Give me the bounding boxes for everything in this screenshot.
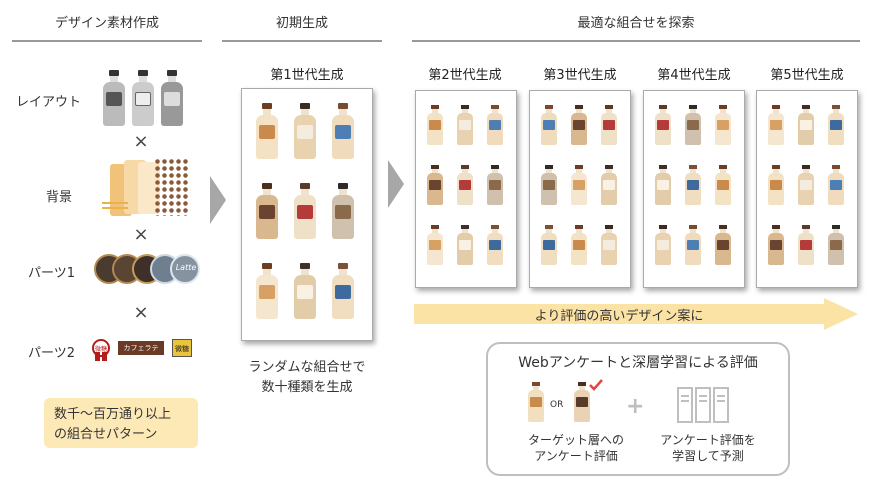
bottle-thumbnail: [457, 225, 473, 265]
survey-caption-line-1: ターゲット層への: [527, 433, 624, 447]
bottle-thumbnail: [828, 165, 844, 205]
evaluation-title: Webアンケートと深層学習による評価: [518, 355, 758, 371]
parts2-tag-yellow: 微糖: [175, 345, 189, 353]
bottle-thumbnail: [487, 105, 503, 145]
combination-count-note: 数千～百万通り以上 の組合せパターン: [44, 398, 198, 448]
gen1-caption-line-1: ランダムな組合せで: [248, 360, 366, 375]
bottle-thumbnail: [256, 263, 278, 319]
section-title-initial: 初期生成: [275, 16, 328, 31]
bottle-thumbnail: [798, 105, 814, 145]
bottle-thumbnail: [541, 165, 557, 205]
prediction-caption-line-1: アンケート評価を: [660, 433, 756, 447]
gen4-design-grid: [643, 90, 745, 288]
bottle-thumbnail: [798, 165, 814, 205]
bottle-thumbnail: [332, 103, 354, 159]
check-icon: [589, 379, 603, 391]
material-label-parts1: パーツ1: [28, 266, 76, 281]
bottle-thumbnail: [427, 165, 443, 205]
parts2-tag-sugar-red: 微糖: [94, 346, 107, 353]
bottle-thumbnail: [541, 105, 557, 145]
gen1-caption-line-2: 数十種類を生成: [261, 380, 353, 395]
or-label: OR: [550, 400, 564, 410]
gen3-title: 第3世代生成: [543, 68, 617, 83]
material-label-layout: レイアウト: [16, 95, 82, 110]
bottle-thumbnail: [828, 105, 844, 145]
bottle-thumbnail: [655, 165, 671, 205]
gen1-caption: ランダムな組合せで 数十種類を生成: [226, 358, 388, 398]
parts1-badge-text: Latte: [175, 263, 197, 272]
bottle-thumbnail: [655, 225, 671, 265]
gen3-design-grid: [529, 90, 631, 288]
bottle-thumbnail: [457, 165, 473, 205]
parts2-tag-ribbon: カフェラテ: [123, 344, 159, 352]
bottle-thumbnail: [685, 225, 701, 265]
bottle-thumbnail: [487, 165, 503, 205]
bottle-thumbnail: [571, 225, 587, 265]
bottle-thumbnail: [332, 183, 354, 239]
bottle-thumbnail: [541, 225, 557, 265]
bottle-thumbnail: [571, 105, 587, 145]
material-label-parts2: パーツ2: [28, 346, 76, 361]
bottle-thumbnail: [685, 165, 701, 205]
section-rule-initial: [222, 40, 382, 42]
bottle-thumbnail: [685, 105, 701, 145]
times-symbol-1: ×: [133, 131, 149, 152]
bottle-thumbnail: [715, 225, 731, 265]
gen1-title: 第1世代生成: [270, 68, 344, 83]
survey-bottles-image: OR: [524, 378, 624, 424]
bottle-thumbnail: [715, 105, 731, 145]
layout-bottles-image: [103, 70, 183, 128]
survey-caption: ターゲット層への アンケート評価: [506, 432, 646, 464]
progress-arrow-label: より評価の高いデザイン案に: [534, 309, 704, 324]
gen2-title: 第2世代生成: [428, 68, 502, 83]
gen2-design-grid: [415, 90, 517, 288]
section-title-materials: デザイン素材作成: [54, 16, 159, 31]
bottle-thumbnail: [601, 105, 617, 145]
bottle-thumbnail: [828, 225, 844, 265]
bottle-thumbnail: [427, 225, 443, 265]
materials-column: レイアウト × 背景 × パーツ1 Latte × パーツ2 微糖 カフェラテ …: [0, 0, 210, 490]
parts1-badges-image: Latte: [94, 254, 202, 286]
bottle-thumbnail: [294, 263, 316, 319]
section-rule-materials: [12, 40, 202, 42]
note-line-2: の組合せパターン: [54, 427, 158, 442]
prediction-caption-line-2: 学習して予測: [672, 449, 744, 463]
gen5-design-grid: [756, 90, 858, 288]
bottle-thumbnail: [427, 105, 443, 145]
bottle-thumbnail: [457, 105, 473, 145]
flow-arrow-2: [388, 160, 404, 208]
parts2-tags-image: 微糖 カフェラテ 微糖: [92, 337, 200, 363]
bottle-thumbnail: [487, 225, 503, 265]
times-symbol-3: ×: [133, 302, 149, 323]
times-symbol-2: ×: [133, 224, 149, 245]
survey-caption-line-2: アンケート評価: [534, 449, 618, 463]
bottle-thumbnail: [715, 165, 731, 205]
bottle-thumbnail: [601, 165, 617, 205]
note-line-1: 数千～百万通り以上: [54, 407, 172, 422]
prediction-caption: アンケート評価を 学習して予測: [646, 432, 770, 464]
bottle-thumbnail: [768, 165, 784, 205]
bottle-thumbnail: [798, 225, 814, 265]
section-rule-search: [412, 40, 860, 42]
bottle-thumbnail: [571, 165, 587, 205]
gen4-title: 第4世代生成: [657, 68, 731, 83]
gen5-title: 第5世代生成: [770, 68, 844, 83]
bottle-thumbnail: [655, 105, 671, 145]
bottle-thumbnail: [768, 225, 784, 265]
bottle-thumbnail: [256, 103, 278, 159]
bottle-thumbnail: [294, 183, 316, 239]
gen1-design-grid: [241, 88, 373, 341]
bottle-thumbnail: [768, 105, 784, 145]
bottle-thumbnail: [332, 263, 354, 319]
section-title-search: 最適な組合せを探索: [577, 16, 695, 31]
flow-arrow-1: [210, 176, 226, 224]
progress-arrow: [414, 298, 858, 330]
material-label-background: 背景: [46, 190, 73, 205]
bottle-thumbnail: [294, 103, 316, 159]
plus-icon: +: [626, 394, 645, 419]
bottle-thumbnail: [601, 225, 617, 265]
bottle-thumbnail: [256, 183, 278, 239]
background-swatches-image: [102, 158, 190, 220]
server-stack-icon: [677, 387, 729, 423]
